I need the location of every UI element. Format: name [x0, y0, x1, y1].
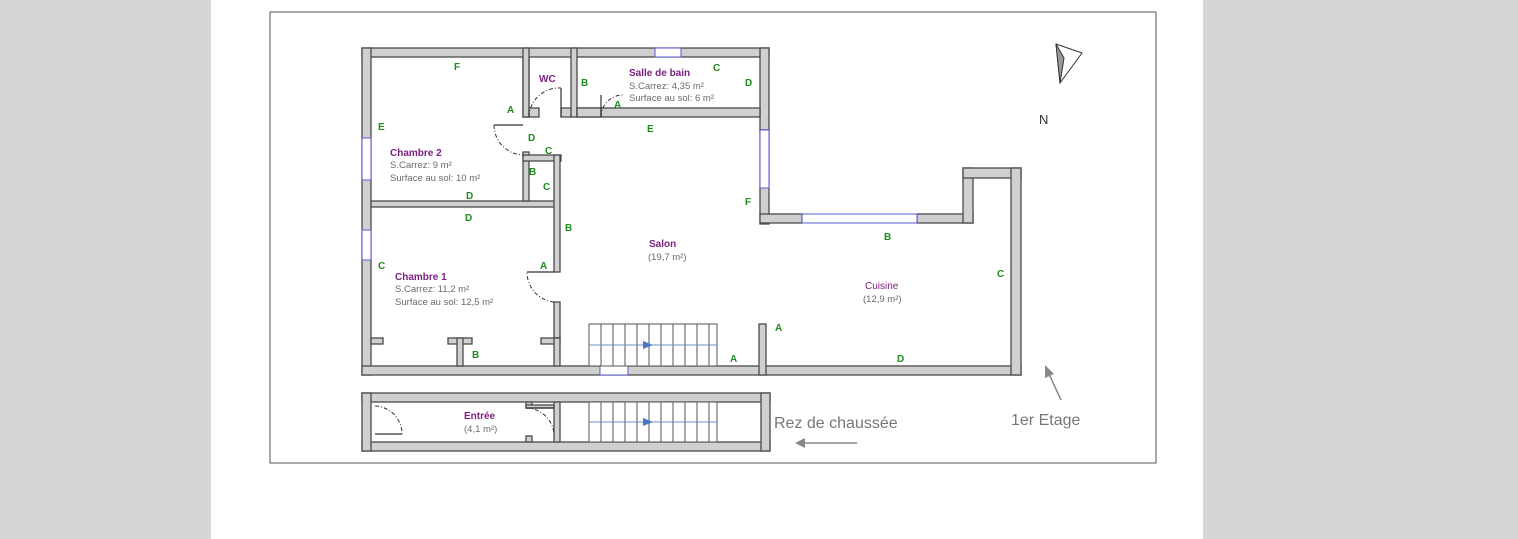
wall-label: D — [745, 78, 752, 89]
room-name-salle-de-bain: Salle de bain — [629, 68, 690, 79]
room-carrez-chambre1: S.Carrez: 11,2 m² — [395, 284, 469, 295]
wall-label: A — [540, 261, 547, 272]
wall-label: C — [713, 63, 720, 74]
room-name-entree: Entrée — [464, 411, 496, 422]
wall-label: B — [529, 167, 536, 178]
room-name-chambre1: Chambre 1 — [395, 272, 447, 283]
wall-label: A — [775, 323, 782, 334]
ground-floor-walls — [361, 392, 771, 452]
room-name-wc: WC — [539, 74, 556, 85]
wall-label: C — [543, 182, 550, 193]
ground-floor-doors — [374, 405, 555, 437]
plan-frame — [269, 11, 1157, 464]
wall-label: C — [378, 261, 385, 272]
room-surface-salle-de-bain: Surface au sol: 6 m² — [629, 93, 714, 104]
wall-label: D — [466, 191, 473, 202]
wall-label: F — [745, 197, 751, 208]
first-floor-stairs — [588, 323, 718, 367]
wall-label: B — [472, 350, 479, 361]
wall-label: C — [545, 146, 552, 157]
wall-label: D — [465, 213, 472, 224]
wall-label: D — [528, 133, 535, 144]
page-canvas: Chambre 2 S.Carrez: 9 m² Surface au sol:… — [211, 0, 1203, 539]
room-area-entree: (4,1 m²) — [464, 424, 497, 435]
wall-label: B — [581, 78, 588, 89]
wall-label: E — [378, 122, 385, 133]
arrow-left-icon — [795, 438, 857, 448]
room-area-salon: (19,7 m²) — [648, 252, 687, 263]
wall-label: A — [730, 354, 737, 365]
room-carrez-salle-de-bain: S.Carrez: 4,35 m² — [629, 81, 704, 92]
wall-label: D — [897, 354, 904, 365]
first-floor-windows — [361, 47, 918, 376]
ground-floor-label: Rez de chaussée — [774, 415, 898, 432]
room-name-chambre2: Chambre 2 — [390, 148, 442, 159]
first-floor-label: 1er Etage — [1011, 412, 1080, 429]
wall-label: A — [507, 105, 514, 116]
north-arrow-icon — [1055, 43, 1083, 85]
room-area-cuisine: (12,9 m²) — [863, 294, 902, 305]
room-surface-chambre1: Surface au sol: 12,5 m² — [395, 297, 493, 308]
room-name-salon: Salon — [649, 239, 676, 250]
wall-label: B — [565, 223, 572, 234]
arrow-up-icon — [1045, 365, 1062, 401]
north-label: N — [1039, 112, 1048, 127]
room-carrez-chambre2: S.Carrez: 9 m² — [390, 160, 452, 171]
room-name-cuisine: Cuisine — [865, 281, 899, 292]
ground-floor-stairs — [588, 401, 718, 443]
wall-label: A — [614, 100, 621, 111]
floor-plan: Chambre 2 S.Carrez: 9 m² Surface au sol:… — [269, 11, 1157, 464]
wall-label: B — [884, 232, 891, 243]
first-floor-doors — [493, 87, 624, 303]
wall-label: F — [454, 62, 460, 73]
wall-label: E — [647, 124, 654, 135]
room-surface-chambre2: Surface au sol: 10 m² — [390, 173, 480, 184]
wall-label: C — [997, 269, 1004, 280]
